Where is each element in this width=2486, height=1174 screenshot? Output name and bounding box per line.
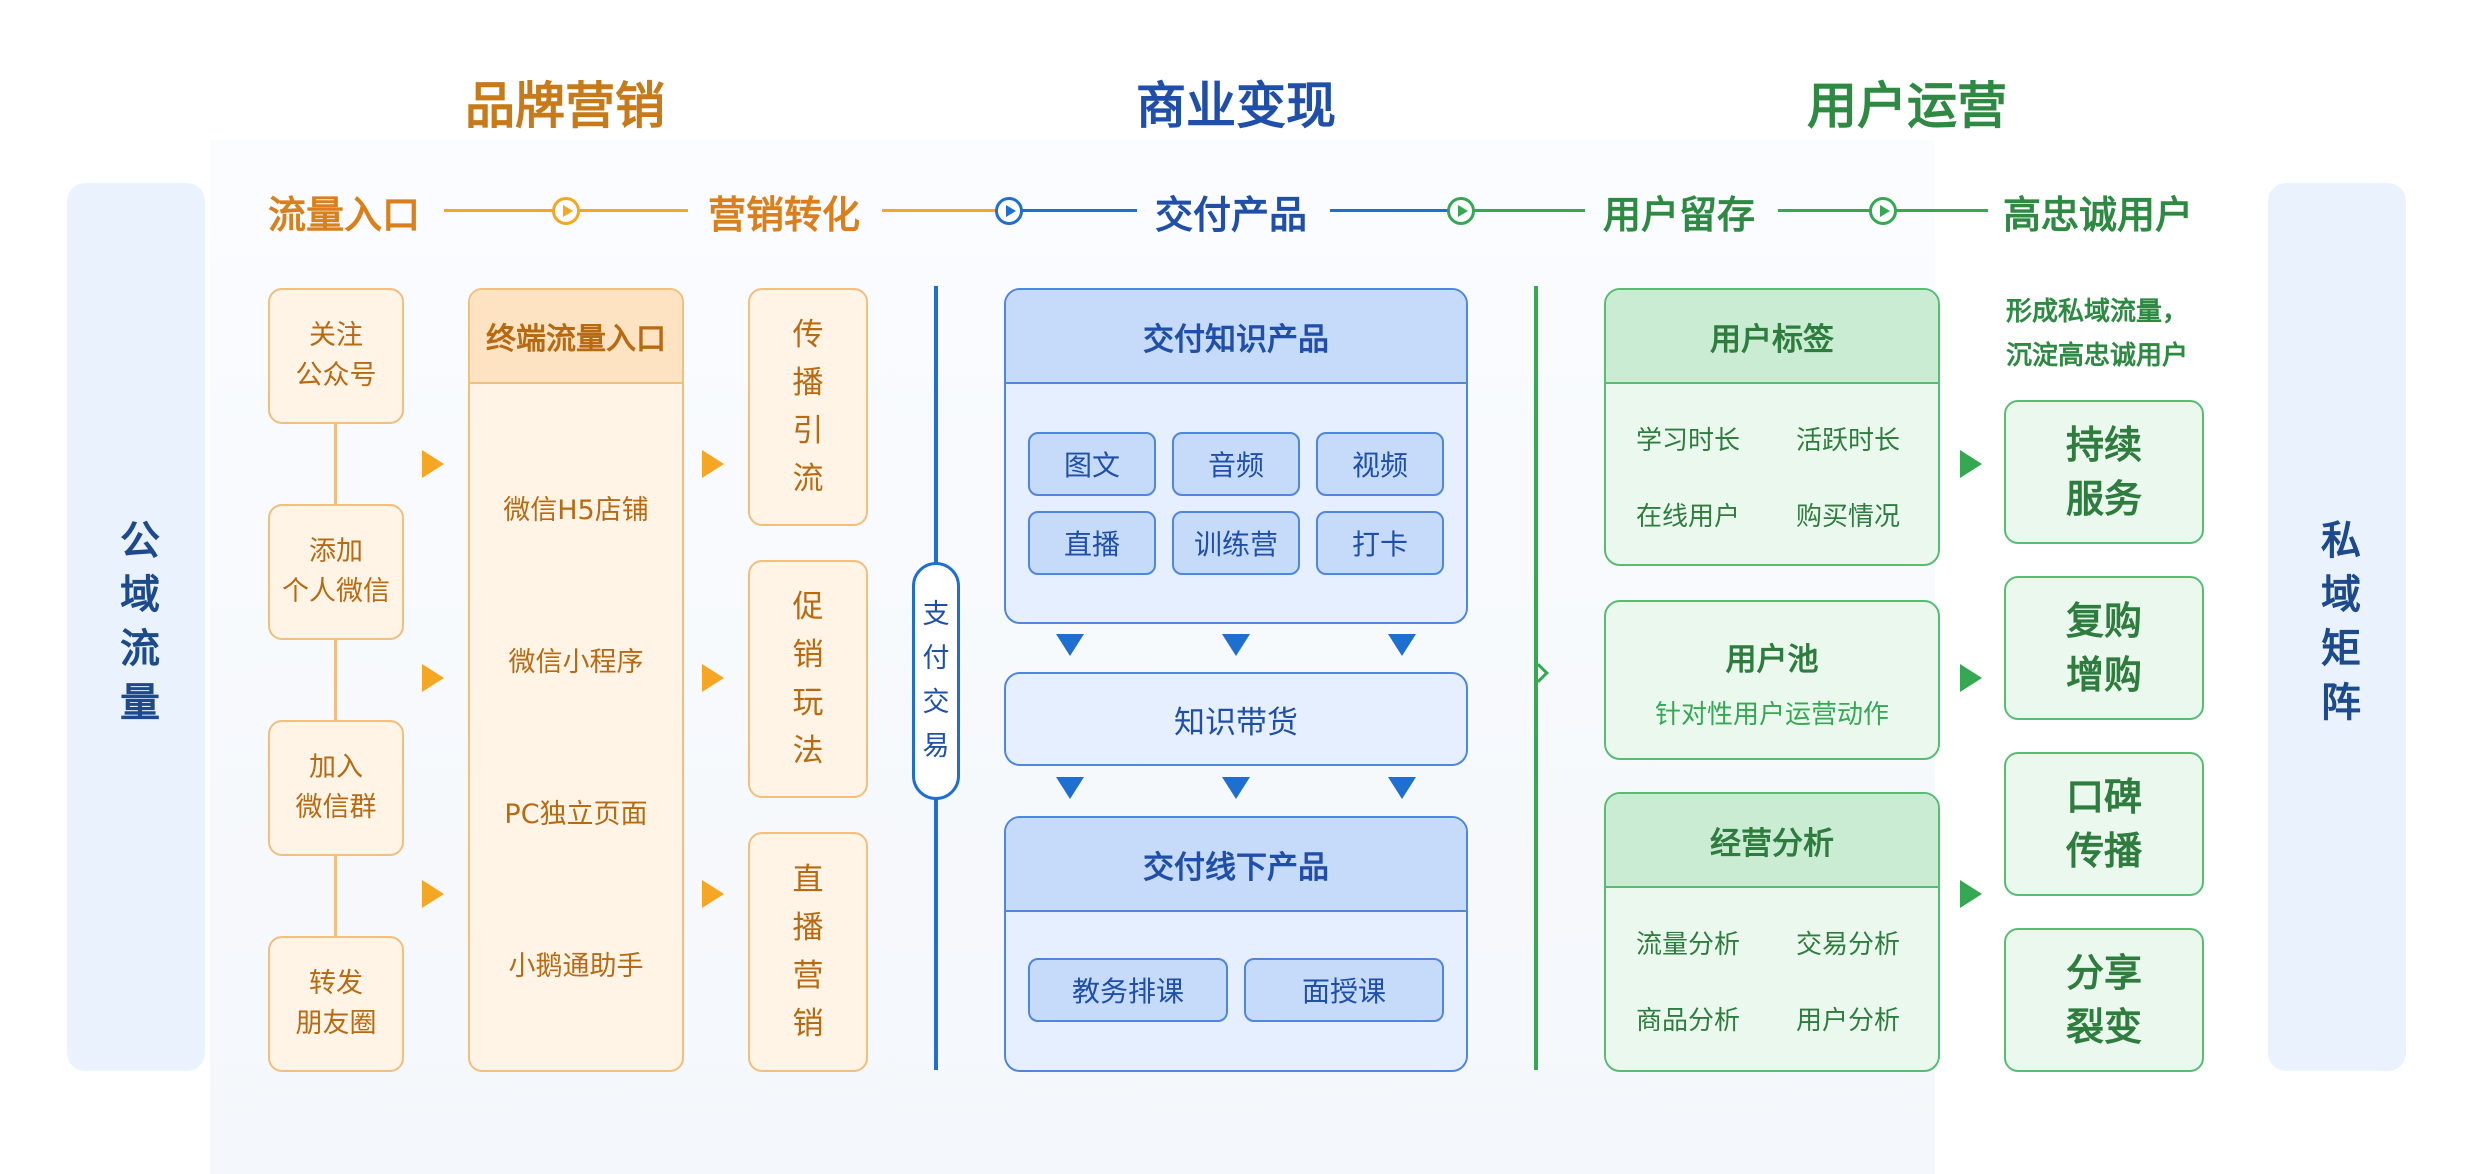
private-matrix-label: 私域矩阵	[2314, 519, 2360, 735]
flow-line-3a	[1330, 209, 1460, 212]
user-pool-title: 用户池	[1725, 642, 1819, 678]
down-arrow-icon-6	[1388, 777, 1416, 799]
arrow-icon-o2	[422, 664, 444, 692]
offline-product-panel: 交付线下产品	[1004, 816, 1468, 1072]
arrow-icon-g2	[1960, 664, 1982, 692]
flow-line-2a	[882, 209, 1007, 212]
stage-deliver-product: 交付产品	[1155, 193, 1308, 237]
marketing-live: 直 播 营 销	[748, 832, 868, 1072]
user-tags-title: 用户标签	[1606, 290, 1938, 384]
product-checkin: 打卡	[1316, 511, 1444, 575]
terminal-item-h5: 微信H5店铺	[503, 495, 649, 526]
flow-line-2b	[1007, 209, 1137, 212]
arrow-icon-o5	[702, 664, 724, 692]
entry-add-wechat: 添加 个人微信	[268, 504, 404, 640]
loyal-repurchase: 复购 增购	[2004, 576, 2204, 720]
analysis-trade: 交易分析	[1796, 930, 1901, 960]
public-traffic-panel: 公域流量	[67, 183, 205, 1071]
down-arrow-icon-4	[1056, 777, 1084, 799]
flow-play-icon-3	[1447, 197, 1475, 225]
public-traffic-label: 公域流量	[113, 519, 159, 735]
terminal-entry-title: 终端流量入口	[470, 290, 682, 384]
analysis-traffic: 流量分析	[1636, 930, 1741, 960]
arrow-icon-g1	[1960, 450, 1982, 478]
down-arrow-icon-5	[1222, 777, 1250, 799]
marketing-promotion: 促 销 玩 法	[748, 560, 868, 798]
stage-marketing-conversion: 营销转化	[708, 193, 861, 237]
entry-share-moments: 转发 朋友圈	[268, 936, 404, 1072]
analysis-user: 用户分析	[1796, 1006, 1901, 1036]
section-title-operation: 用户运营	[1807, 77, 2007, 135]
user-tags-panel: 用户标签	[1604, 288, 1940, 566]
arrow-icon-g3	[1960, 880, 1982, 908]
business-analysis-title: 经营分析	[1606, 794, 1938, 888]
knowledge-goods-panel: 知识带货	[1004, 672, 1468, 766]
section-title-monetize: 商业变现	[1136, 77, 1336, 135]
user-pool-subtitle: 针对性用户运营动作	[1654, 700, 1889, 730]
terminal-item-pc: PC独立页面	[504, 799, 648, 830]
offline-product-title: 交付线下产品	[1006, 818, 1466, 912]
product-audio: 音频	[1172, 432, 1300, 496]
section-title-brand: 品牌营销	[465, 77, 665, 135]
flow-play-icon-1	[552, 197, 580, 225]
offline-scheduling: 教务排课	[1028, 958, 1228, 1022]
arrow-icon-o6	[702, 880, 724, 908]
down-arrow-icon-3	[1388, 634, 1416, 656]
retention-divider-line	[1534, 286, 1538, 1070]
tag-active-time: 活跃时长	[1796, 426, 1901, 456]
product-camp: 训练营	[1172, 511, 1300, 575]
flow-play-icon-4	[1869, 197, 1897, 225]
terminal-entry-panel: 终端流量入口 微信H5店铺 微信小程序 PC独立页面 小鹅通助手	[468, 288, 684, 1072]
loyal-share-fission: 分享 裂变	[2004, 928, 2204, 1072]
flow-play-icon-2	[995, 197, 1023, 225]
entry-connector-line	[334, 420, 337, 940]
loyal-word-of-mouth: 口碑 传播	[2004, 752, 2204, 896]
product-text: 图文	[1028, 432, 1156, 496]
arrow-icon-o4	[702, 450, 724, 478]
analysis-product: 商品分析	[1636, 1006, 1741, 1036]
tag-purchase-status: 购买情况	[1796, 502, 1901, 532]
product-video: 视频	[1316, 432, 1444, 496]
tag-online-users: 在线用户	[1636, 502, 1741, 532]
entry-follow-account: 关注 公众号	[268, 288, 404, 424]
marketing-traffic-drive: 传 播 引 流	[748, 288, 868, 526]
payment-transaction-label: 支 付 交 易	[912, 562, 960, 800]
offline-class: 面授课	[1244, 958, 1444, 1022]
terminal-item-assistant: 小鹅通助手	[508, 951, 644, 982]
business-analysis-panel: 经营分析	[1604, 792, 1940, 1072]
entry-join-group: 加入 微信群	[268, 720, 404, 856]
down-arrow-icon-2	[1222, 634, 1250, 656]
arrow-icon-o1	[422, 450, 444, 478]
private-matrix-panel: 私域矩阵	[2268, 183, 2406, 1071]
stage-loyal-user: 高忠诚用户	[2003, 193, 2194, 237]
knowledge-product-title: 交付知识产品	[1006, 290, 1466, 384]
terminal-item-miniprogram: 微信小程序	[508, 647, 644, 678]
stage-traffic-entry: 流量入口	[268, 193, 421, 237]
loyal-note: 形成私域流量， 沉淀高忠诚用户	[2006, 297, 2189, 371]
arrow-icon-o3	[422, 880, 444, 908]
flow-line-3b	[1460, 209, 1585, 212]
knowledge-goods-label: 知识带货	[1174, 704, 1298, 741]
user-pool-panel: 用户池 针对性用户运营动作	[1604, 600, 1940, 760]
tag-study-time: 学习时长	[1636, 426, 1741, 456]
stage-user-retention: 用户留存	[1603, 193, 1756, 237]
product-live: 直播	[1028, 511, 1156, 575]
down-arrow-icon-1	[1056, 634, 1084, 656]
loyal-continuous-service: 持续 服务	[2004, 400, 2204, 544]
